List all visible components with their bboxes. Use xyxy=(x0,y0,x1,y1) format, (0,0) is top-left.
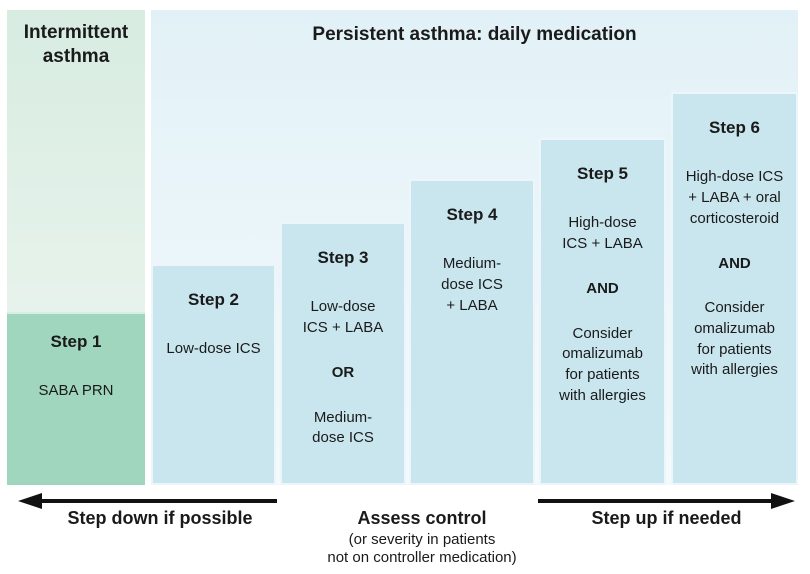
treatment-line: omalizumab xyxy=(694,319,775,337)
step-6-title: Step 6 xyxy=(708,118,761,137)
step-5-treatment: High-dose ICS + LABA xyxy=(562,213,642,254)
persistent-asthma-title: Persistent asthma: daily medication xyxy=(312,24,637,45)
treatment-line: with allergies xyxy=(691,361,778,379)
treatment-line: Medium- xyxy=(313,408,373,426)
step-6-additional-treatment: Consider omalizumab for patients with al… xyxy=(691,298,778,381)
treatment-line: omalizumab xyxy=(562,345,643,363)
arrow-shaft xyxy=(36,499,277,503)
step-2-title: Step 2 xyxy=(187,290,240,309)
step-2-treatment: Low-dose ICS xyxy=(166,339,260,360)
treatment-line: with allergies xyxy=(559,386,646,404)
treatment-line: High-dose xyxy=(568,214,637,232)
step-5-additional-treatment: Consider omalizumab for patients with al… xyxy=(559,324,646,407)
treatment-line: Consider xyxy=(704,299,765,317)
step-up-label: Step up if needed xyxy=(591,508,742,528)
conjunction-label: OR xyxy=(331,363,355,381)
step-3-title: Step 3 xyxy=(317,248,369,267)
treatment-line: ICS + LABA xyxy=(562,235,643,253)
treatment-line: for patients xyxy=(565,365,640,383)
arrowhead-left-icon xyxy=(18,493,42,509)
arrow-shaft xyxy=(538,499,777,503)
step-up-arrow-icon xyxy=(538,493,795,509)
treatment-line: + LABA + oral xyxy=(688,189,781,207)
step-2-block: Step 2 Low-dose ICS xyxy=(151,264,276,485)
treatment-line: for patients xyxy=(697,340,772,358)
intermittent-asthma-title: Intermittent asthma xyxy=(23,22,129,67)
conjunction-label: AND xyxy=(586,279,619,297)
arrowhead-right-icon xyxy=(771,493,795,509)
conjunction-label: AND xyxy=(718,254,751,272)
step-4-block: Step 4 Medium- dose ICS + LABA xyxy=(409,179,535,485)
treatment-line: + LABA xyxy=(446,296,498,314)
assess-subtext-line: (or severity in patients xyxy=(348,531,496,548)
treatment-line: Consider xyxy=(572,324,633,342)
treatment-line: ICS + LABA xyxy=(302,319,384,337)
treatment-line: dose ICS xyxy=(312,429,374,447)
step-3-treatment-option-1: Low-dose ICS + LABA xyxy=(303,297,383,338)
treatment-line: SABA PRN xyxy=(38,382,114,400)
step-5-title: Step 5 xyxy=(576,164,629,183)
assess-subtext-line: not on controller medication) xyxy=(327,549,517,567)
treatment-line: dose ICS xyxy=(441,276,503,294)
assess-control-group: Assess control (or severity in patients … xyxy=(297,508,547,568)
treatment-line: Low-dose ICS xyxy=(166,340,261,358)
step-4-title: Step 4 xyxy=(446,205,498,224)
treatment-line: High-dose ICS xyxy=(685,168,784,186)
step-1-title: Step 1 xyxy=(50,332,102,351)
step-3-treatment-option-2: Medium- dose ICS xyxy=(312,408,374,449)
treatment-line: corticosteroid xyxy=(689,209,780,227)
step-down-arrow-icon xyxy=(18,493,277,509)
step-5-block: Step 5 High-dose ICS + LABA AND Consider… xyxy=(539,138,666,485)
step-1-treatment: SABA PRN xyxy=(38,381,113,402)
treatment-line: Medium- xyxy=(442,255,502,273)
step-1-block: Step 1 SABA PRN xyxy=(7,312,145,485)
assess-control-label: Assess control xyxy=(357,508,487,528)
treatment-line: Low-dose xyxy=(310,298,376,316)
assess-control-subtext: (or severity in patients not on controll… xyxy=(297,531,547,568)
step-3-block: Step 3 Low-dose ICS + LABA OR Medium- do… xyxy=(280,222,406,485)
step-4-treatment: Medium- dose ICS + LABA xyxy=(441,254,503,316)
step-6-block: Step 6 High-dose ICS + LABA + oral corti… xyxy=(671,92,798,485)
step-down-label: Step down if possible xyxy=(67,508,253,528)
step-6-treatment: High-dose ICS + LABA + oral corticostero… xyxy=(686,167,784,229)
